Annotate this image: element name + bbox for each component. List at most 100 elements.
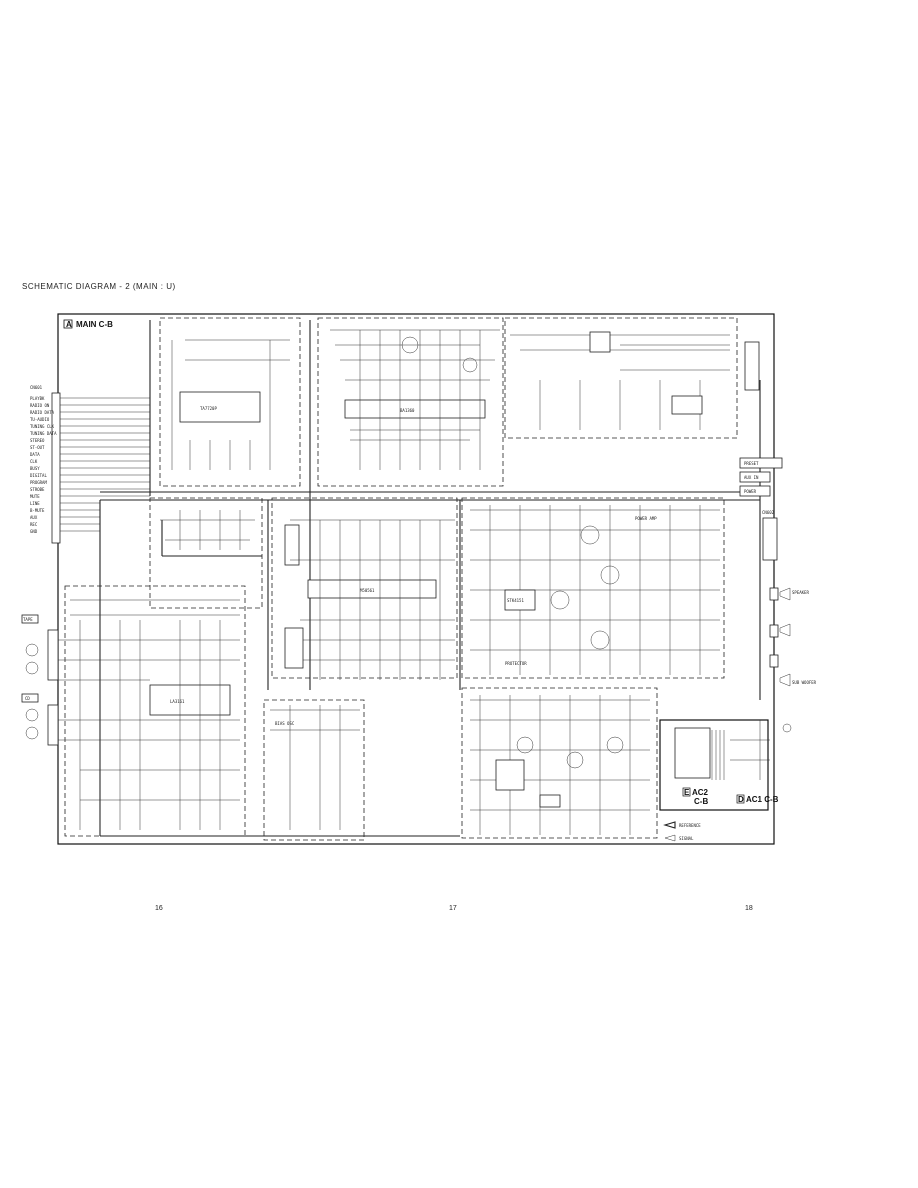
transistor-q1 [580,525,600,545]
connector-cn602 [762,517,778,561]
input-connector-2 [47,704,59,746]
switch-section-frame [149,497,263,609]
ic-micom-label: M50561 [360,588,375,593]
cd-label: CD [25,696,30,701]
transistor-q4 [590,630,610,650]
svg-text:TUNING DATA: TUNING DATA [30,431,57,436]
page-number-16: 16 [155,905,163,912]
transistor-q3 [550,590,570,610]
svg-text:LINE: LINE [30,501,40,506]
tape-label: TAPE [23,617,33,622]
svg-text:REC: REC [30,522,38,527]
ic-tuner [179,391,261,423]
page-number-17: 17 [449,905,457,912]
connector-top-right [744,341,760,391]
cn602-label: CN602 [762,510,775,515]
micom-section-frame [271,497,458,679]
rca-jack-icon [25,726,39,740]
preset-switch [671,395,703,415]
svg-text:DIGITAL: DIGITAL [30,473,47,478]
tape-connector [21,614,39,624]
svg-text:TU-AUDIO: TU-AUDIO [30,417,50,422]
svg-text:BUSY: BUSY [30,466,40,471]
mpx-section-frame [317,317,504,487]
transistor-q2 [600,565,620,585]
svg-text:SUB WOOFER: SUB WOOFER [792,680,817,685]
ic-tuner-label: TA7720P [200,406,217,411]
ic-tone [495,759,525,791]
ac-plug-icon [782,723,792,733]
jack-2 [769,624,779,638]
protector-label: PROTECTOR [505,661,527,666]
page-title: SCHEMATIC DIAGRAM - 2 (MAIN : U) [22,282,176,291]
left-pin-labels: PLAYBK RADIO ON RADIO DATA TU-AUDIO TUNI… [30,396,57,534]
ac2-label-b: C-B [694,797,708,806]
cn601-label: CN601 [30,385,43,390]
svg-text:RADIO DATA: RADIO DATA [30,410,55,415]
svg-text:ST-OUT: ST-OUT [30,445,45,450]
speaker-icon [779,623,791,637]
cd-connector [21,693,39,703]
rca-jack-icon [25,643,39,657]
ic-amp-label: STK4151 [507,598,524,603]
svg-text:AUX: AUX [30,515,38,520]
speaker-icon [779,673,791,687]
bias-section-frame [263,699,365,841]
tone-block [539,794,561,808]
micom-switch-block [284,627,304,669]
connector-cn601 [51,392,61,544]
svg-text:RADIO ON: RADIO ON [30,403,50,408]
power-amp-label: POWER AMP [635,516,657,521]
ac-connector [674,727,711,779]
ac2-letter: E [684,788,690,797]
jack-3 [769,654,779,668]
main-board-frame [57,313,775,845]
svg-text:TUNING CLK: TUNING CLK [30,424,55,429]
connector-power [739,485,771,497]
svg-text:AUX IN: AUX IN [744,475,759,480]
micom-key-block [284,524,300,566]
svg-text:DATA: DATA [30,452,40,457]
svg-text:PLAYBK: PLAYBK [30,396,45,401]
ic-audio [149,684,231,716]
input-connector-1 [47,629,59,681]
jack-1 [769,587,779,601]
page-number-18: 18 [745,905,753,912]
svg-text:STROBE: STROBE [30,487,45,492]
main-board-label: MAIN C-B [76,320,113,329]
rca-jack-icon [25,661,39,675]
legend-signal: SIGNAL [679,836,694,841]
ac-board-frame [659,719,769,811]
svg-text:CLK: CLK [30,459,38,464]
svg-text:GND: GND [30,529,38,534]
ac1-letter: D [738,795,744,804]
connector-preset [739,457,783,469]
ic-mpx-label: BA1360 [400,408,415,413]
tuner-section-frame [159,317,301,487]
svg-text:B-MUTE: B-MUTE [30,508,45,513]
svg-text:MUTE: MUTE [30,494,40,499]
bias-label: BIAS OSC [275,721,295,726]
tone-section-frame [461,687,658,839]
ac2-label-a: AC2 [692,788,709,797]
ac1-label: AC1 C-B [746,795,779,804]
svg-text:PROGRAM: PROGRAM [30,480,47,485]
legend-arrow-outline-icon [664,834,676,842]
preset-transistor-box [589,331,611,353]
ic-amp [504,589,536,611]
ic-mpx [344,399,486,419]
legend-arrow-icon [663,821,676,829]
svg-text:PRESET: PRESET [744,461,759,466]
preset-section-frame [504,317,738,439]
legend-reference: REFERENCE [679,823,701,828]
main-board-letter: A [66,320,72,329]
svg-text:STEREO: STEREO [30,438,45,443]
power-amp-section-frame [461,497,725,679]
svg-text:SPEAKER: SPEAKER [792,590,809,595]
speaker-icon [779,587,791,601]
svg-text:POWER: POWER [744,489,757,494]
ic-audio-label: LA3161 [170,699,185,704]
rca-jack-icon [25,708,39,722]
connector-aux-in [739,471,771,483]
